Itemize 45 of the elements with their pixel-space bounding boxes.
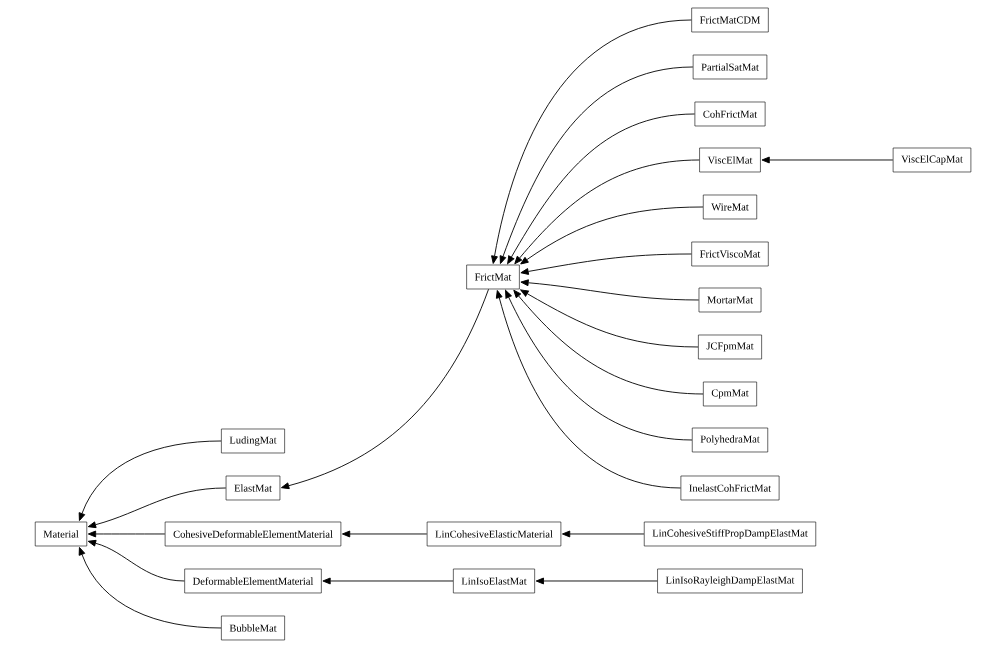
arrow	[520, 279, 700, 301]
arrow	[281, 288, 489, 490]
arrow	[562, 530, 645, 538]
class-box: PolyhedraMat	[691, 427, 769, 453]
class-box: LinCohesiveElasticMaterial	[426, 521, 562, 547]
arrow	[513, 289, 704, 395]
class-box: WireMat	[702, 194, 758, 220]
arrow	[761, 156, 894, 164]
arrow	[342, 530, 428, 538]
arrow	[78, 547, 222, 629]
class-box: JCFpmMat	[698, 334, 762, 360]
arrow	[507, 113, 696, 265]
class-box: ViscElCapMat	[892, 147, 972, 173]
class-box: FrictMatCDM	[691, 7, 769, 33]
class-box: FrictViscoMat	[691, 241, 769, 267]
arrow	[322, 577, 454, 585]
class-box: Material	[34, 521, 88, 547]
arrow	[495, 290, 682, 489]
arrow	[499, 66, 694, 264]
arrow	[87, 539, 185, 582]
class-box: CohesiveDeformableElementMaterial	[164, 521, 342, 547]
class-box: FrictMat	[466, 264, 520, 290]
arrow	[520, 253, 692, 275]
arrow	[505, 289, 693, 441]
arrow	[520, 289, 699, 348]
class-box: MortarMat	[698, 287, 762, 313]
class-box: LudingMat	[221, 428, 285, 454]
class-box: LinCohesiveStiffPropDampElastMat	[643, 521, 817, 547]
class-box: LinIsoElastMat	[453, 568, 535, 594]
class-box: BubbleMat	[221, 615, 285, 641]
arrow	[78, 440, 222, 521]
class-box: ViscElMat	[699, 147, 761, 173]
arrow	[520, 206, 704, 265]
arrow	[87, 487, 227, 529]
arrow	[87, 530, 166, 538]
class-box: CpmMat	[703, 381, 757, 407]
arrow	[535, 577, 658, 585]
class-box: ElastMat	[225, 475, 281, 501]
arrow	[514, 159, 700, 265]
arrow	[491, 19, 692, 264]
class-box: CohFrictMat	[694, 101, 766, 127]
class-box: InelastCohFrictMat	[680, 475, 780, 501]
class-box: PartialSatMat	[692, 54, 768, 80]
class-box: DeformableElementMaterial	[184, 568, 322, 594]
class-box: LinIsoRayleighDampElastMat	[657, 568, 803, 594]
